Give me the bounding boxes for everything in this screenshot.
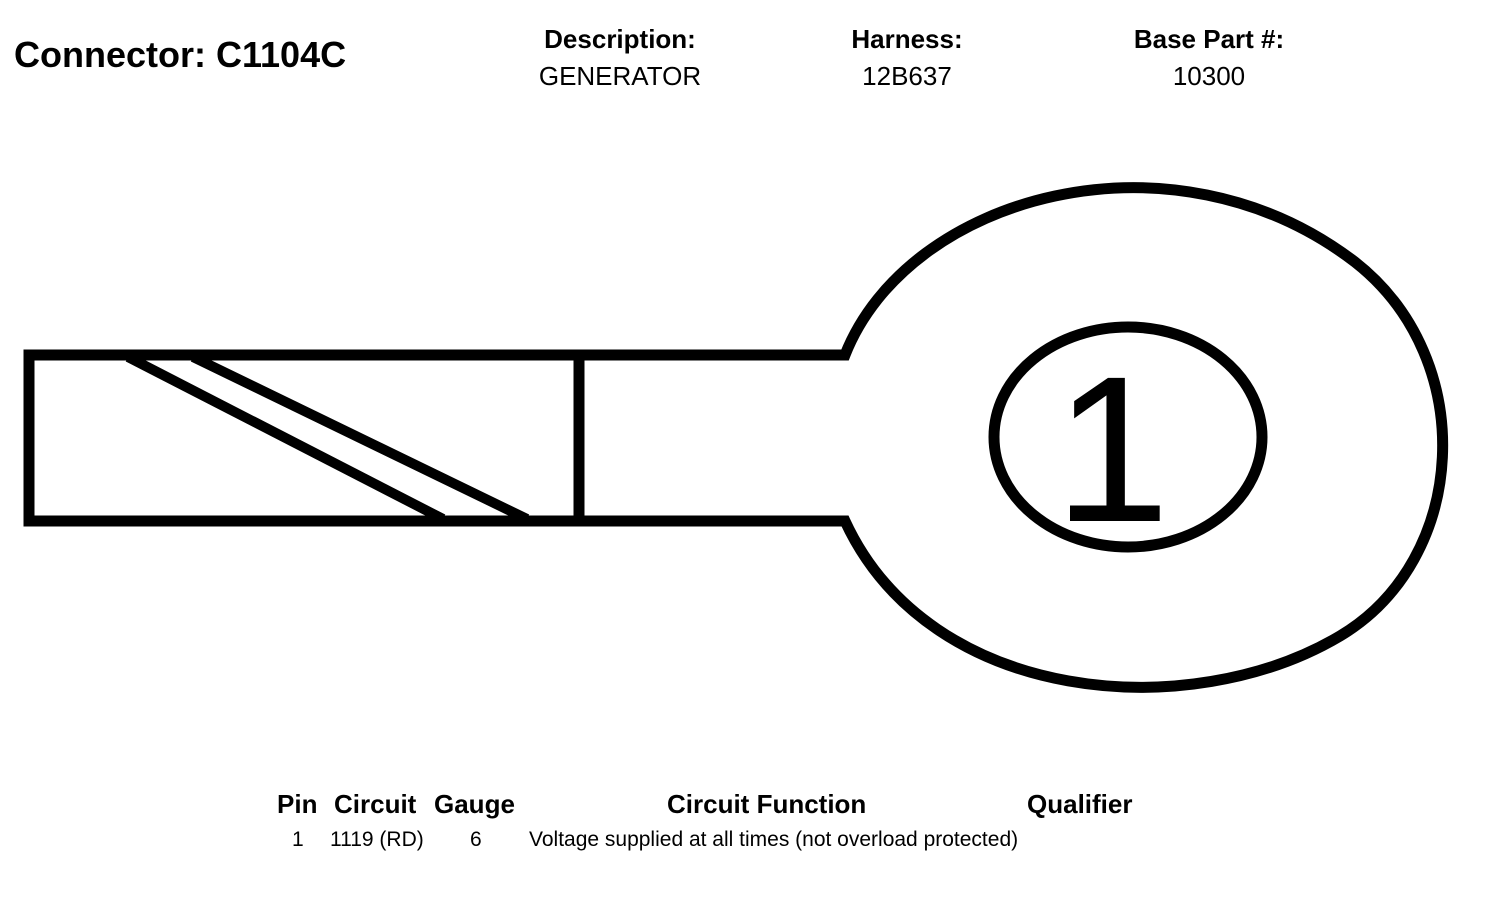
row-pin: 1 [292, 828, 304, 851]
connector-label: Connector: [14, 34, 206, 75]
base-part-block: Base Part #: 10300 [1109, 24, 1309, 91]
harness-label: Harness: [851, 24, 963, 54]
harness-block: Harness: 12B637 [807, 24, 1007, 91]
row-gauge: 6 [470, 828, 482, 851]
header-circuit-function: Circuit Function [667, 789, 867, 819]
header-qualifier: Qualifier [1027, 789, 1133, 819]
barrel-stripe-left [125, 352, 446, 524]
connector-id: C1104C [216, 34, 347, 75]
base-part-value: 10300 [1172, 61, 1246, 91]
header-circuit: Circuit [334, 789, 417, 819]
row-circuit-function: Voltage supplied at all times (not overl… [529, 828, 1019, 851]
connector-title: Connector:C1104C [14, 34, 346, 76]
pin-number-label: 1 [1054, 334, 1170, 566]
barrel-stripe-right [190, 352, 530, 524]
pin-circle [988, 321, 1268, 553]
header-pin: Pin [277, 789, 318, 819]
description-label: Description: [544, 24, 696, 54]
base-part-label: Base Part #: [1133, 24, 1285, 54]
description-block: Description: GENERATOR [520, 24, 720, 91]
terminal-barrel [23, 349, 585, 527]
header-gauge: Gauge [434, 789, 515, 819]
row-circuit: 1119 (RD) [330, 828, 424, 851]
ring-tongue-outline [579, 182, 1449, 693]
description-value: GENERATOR [538, 61, 702, 91]
harness-value: 12B637 [862, 61, 952, 91]
